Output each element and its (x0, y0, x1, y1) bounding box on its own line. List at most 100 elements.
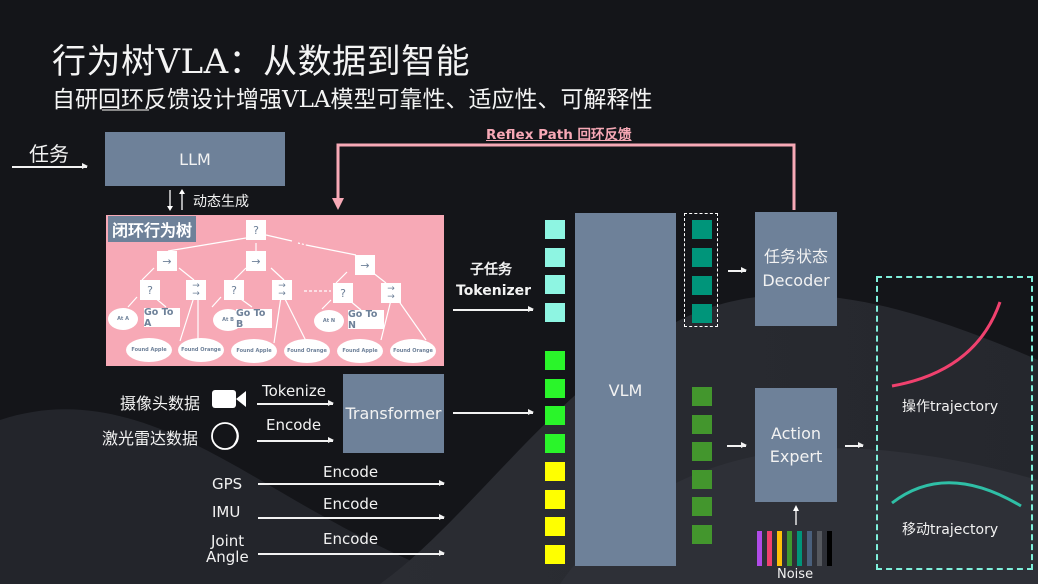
noise-bar (827, 531, 832, 566)
decoder-label-line1: 任务状态 (763, 247, 828, 266)
state-arrow (728, 267, 747, 273)
leaf-node: Found Orange (178, 338, 224, 362)
subtask-token (545, 220, 565, 239)
vlm-box: VLM (575, 213, 676, 566)
joint-label: Joint (211, 532, 245, 550)
lidar-data-label: 激光雷达数据 (102, 429, 199, 448)
proprioception-token (545, 462, 565, 481)
transformer-label: Transformer (345, 404, 442, 423)
action-output-token (692, 497, 712, 516)
transformer-box: Transformer (343, 374, 444, 453)
sequence-arrow-icon: → (387, 284, 395, 294)
trajectory-output-box (876, 276, 1033, 570)
perception-token (545, 351, 565, 370)
slide-title: 行为树VLA：从数据到智能 (52, 42, 471, 82)
noise-bar (797, 531, 802, 566)
action-node: Go To B (236, 308, 272, 330)
root-fallback-node: ? (246, 220, 266, 240)
task-label: 任务 (29, 142, 69, 166)
manipulation-trajectory-curve (891, 301, 1002, 388)
behavior-tree-panel: 闭环行为树 ? → → → ? ? ? →→ →→ →→ At A At B A… (106, 215, 444, 366)
imu-arrow (258, 514, 445, 520)
action-expert-label-line2: Expert (769, 447, 823, 466)
proprioception-token (545, 517, 565, 536)
sequence-arrow-icon: → (278, 281, 286, 291)
action-expert-label-line1: Action (770, 424, 822, 443)
lidar-encode-label: Encode (266, 416, 322, 434)
parallel-node: →→ (272, 280, 292, 300)
sequence-node: → (246, 251, 266, 271)
bidirectional-arrow-icon (167, 189, 185, 211)
reflex-path-arrow (332, 143, 796, 210)
sequence-arrow-icon: → (278, 289, 286, 299)
proprioception-token (545, 490, 565, 509)
sequence-node: → (355, 255, 375, 275)
fallback-node: ? (224, 280, 244, 300)
tokenizer-label: Tokenizer (456, 283, 532, 299)
decoder-box: 任务状态 Decoder (755, 212, 837, 326)
action-node: Go To A (144, 307, 180, 329)
state-output-token (692, 304, 712, 323)
noise-arrow (793, 505, 799, 525)
behavior-tree-title: 闭环行为树 (108, 216, 197, 242)
subtask-label: 子任务 (470, 262, 512, 278)
transformer-arrow (453, 409, 534, 415)
joint-arrow (258, 550, 445, 556)
video-camera-icon (212, 390, 246, 408)
sequence-arrow-icon: → (251, 254, 261, 268)
leaf-node: Found Orange (284, 339, 330, 363)
condition-node: At B (213, 309, 243, 331)
camera-data-label: 摄像头数据 (120, 394, 201, 413)
proprioception-token (545, 545, 565, 564)
joint-encode-label: Encode (323, 530, 379, 548)
subtask-token (545, 303, 565, 322)
locomotion-trajectory-curve (891, 481, 1022, 508)
imu-label: IMU (212, 503, 241, 521)
fallback-node: ? (333, 283, 353, 303)
task-arrow (12, 163, 88, 169)
angle-label: Angle (206, 548, 249, 566)
noise-label: Noise (777, 567, 814, 582)
vlm-label: VLM (608, 381, 643, 400)
fallback-node: ? (140, 280, 160, 300)
gps-label: GPS (212, 475, 243, 493)
noise-bar (757, 531, 762, 566)
subtask-token (545, 275, 565, 294)
camera-arrow (257, 400, 334, 406)
sequence-arrow-icon: → (192, 289, 200, 299)
manipulation-trajectory-label: 操作trajectory (902, 399, 999, 415)
state-output-token (692, 248, 712, 267)
llm-label: LLM (179, 149, 211, 169)
leaf-node: Found Orange (390, 339, 436, 363)
tree-edges (127, 234, 427, 344)
eye-icon (211, 422, 239, 450)
parallel-node: →→ (381, 283, 401, 303)
gps-arrow (258, 480, 445, 486)
action-token-arrow (727, 442, 747, 448)
sequence-arrow-icon: → (162, 254, 172, 268)
subtask-arrow (453, 306, 534, 312)
state-output-token (692, 276, 712, 295)
noise-bar (817, 531, 822, 566)
locomotion-trajectory-label: 移动trajectory (902, 522, 999, 538)
dynamic-generation-label: 动态生成 (193, 194, 249, 210)
noise-bar (787, 531, 792, 566)
tokenize-label: Tokenize (262, 382, 326, 400)
noise-bar (777, 531, 782, 566)
perception-token (545, 379, 565, 398)
leaf-node: Found Apple (231, 339, 277, 363)
reflex-path-label: Reflex Path 回环反馈 (486, 127, 632, 143)
lidar-arrow (257, 437, 334, 443)
condition-node: At N (314, 310, 344, 332)
subtask-token (545, 248, 565, 267)
state-output-token (692, 220, 712, 239)
slide-subtitle: 自研回环反馈设计增强VLA模型可靠性、适应性、可解释性 (52, 87, 653, 113)
decoder-label-line2: Decoder (762, 271, 830, 290)
imu-encode-label: Encode (323, 495, 379, 513)
noise-bar (767, 531, 772, 566)
gps-encode-label: Encode (323, 463, 379, 481)
trajectory-curves (891, 301, 1022, 508)
llm-box: LLM (105, 132, 285, 186)
action-output-token (692, 470, 712, 489)
parallel-node: →→ (186, 280, 206, 300)
